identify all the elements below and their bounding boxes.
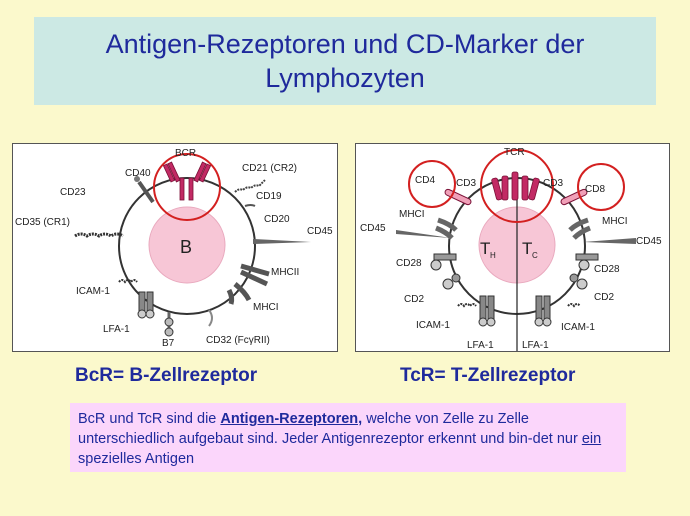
cd35-icon bbox=[74, 232, 124, 238]
b-cell-nucleus bbox=[148, 206, 226, 284]
cd28-left-icon bbox=[430, 253, 457, 271]
icam1-right-icon bbox=[567, 303, 581, 308]
cd2-left-icon bbox=[442, 273, 461, 290]
label-mhci: MHCI bbox=[253, 302, 279, 313]
label-cd45-left: CD45 bbox=[360, 223, 386, 234]
label-icam1: ICAM-1 bbox=[76, 286, 110, 297]
cd8-icon bbox=[560, 188, 588, 206]
b-cell-label: B bbox=[180, 237, 192, 257]
icam1-icon bbox=[118, 279, 138, 284]
title-line-2: Lymphozyten bbox=[265, 63, 425, 93]
label-cd28-left: CD28 bbox=[396, 258, 422, 269]
lfa1-icon bbox=[137, 291, 155, 319]
note-emphasis: Antigen-Rezeptoren, bbox=[220, 411, 363, 427]
note-underline: ein bbox=[581, 431, 602, 447]
mhcii-icon bbox=[239, 263, 270, 287]
cd28-right-icon bbox=[575, 253, 599, 271]
label-cd19: CD19 bbox=[256, 191, 282, 202]
mhci-icon bbox=[226, 282, 252, 305]
label-cd28-right: CD28 bbox=[594, 264, 620, 275]
tc-label: T bbox=[522, 239, 532, 258]
bcr-receptor-icon bbox=[162, 161, 212, 201]
label-mhci-right: MHCI bbox=[602, 216, 628, 227]
cd4-icon bbox=[444, 188, 472, 206]
label-tcr: TCR bbox=[504, 147, 525, 158]
label-mhci-left: MHCI bbox=[399, 209, 425, 220]
label-lfa1-right: LFA-1 bbox=[522, 340, 549, 351]
tcr-highlight-circle bbox=[480, 149, 554, 223]
label-icam1-right: ICAM-1 bbox=[561, 322, 595, 333]
cd45-icon bbox=[253, 239, 311, 244]
tc-label-sub: C bbox=[532, 251, 538, 260]
t-cell-diagram: T H T C bbox=[355, 143, 670, 352]
label-cd3-left: CD3 bbox=[456, 178, 476, 189]
label-cd40: CD40 bbox=[125, 168, 151, 179]
label-cd23: CD23 bbox=[60, 187, 86, 198]
label-cd35: CD35 (CR1) bbox=[15, 217, 70, 228]
label-cd3-right: CD3 bbox=[543, 178, 563, 189]
label-cd8: CD8 bbox=[585, 184, 605, 195]
mhci-left-icon bbox=[435, 217, 458, 240]
cd8-highlight-circle bbox=[577, 163, 625, 211]
lfa1-right-icon bbox=[534, 295, 552, 327]
th-label: T bbox=[480, 239, 490, 258]
cd19-icon bbox=[244, 204, 256, 207]
cd45-left-icon bbox=[396, 230, 451, 238]
label-mhcii: MHCII bbox=[271, 267, 299, 278]
lfa1-left-icon bbox=[478, 295, 496, 327]
icam1-left-icon bbox=[457, 303, 477, 308]
cd45-right-icon bbox=[583, 238, 636, 244]
bcr-highlight-circle bbox=[153, 153, 221, 221]
note-text-3: spezielles Antigen bbox=[78, 451, 195, 467]
label-cd2-left: CD2 bbox=[404, 294, 424, 305]
label-icam1-left: ICAM-1 bbox=[416, 320, 450, 331]
tcr-caption: TcR= T-Zellrezeptor bbox=[400, 365, 576, 386]
cd4-highlight-circle bbox=[408, 160, 456, 208]
label-cd4: CD4 bbox=[415, 175, 435, 186]
label-cd2-right: CD2 bbox=[594, 292, 614, 303]
note-text-2: welche von Zelle zu Zelle unterschiedlic… bbox=[78, 411, 582, 447]
label-cd45: CD45 bbox=[307, 226, 333, 237]
mhci-right-icon bbox=[568, 217, 591, 240]
tcr-receptor-icon bbox=[491, 171, 540, 201]
note-text-1: BcR und TcR sind die bbox=[78, 411, 221, 427]
title-box: Antigen-Rezeptoren und CD-Marker der Lym… bbox=[34, 17, 656, 105]
title-line-1: Antigen-Rezeptoren und CD-Marker der bbox=[105, 29, 585, 59]
b-cell-svg: B bbox=[15, 148, 333, 349]
label-b7: B7 bbox=[162, 338, 175, 349]
label-cd20: CD20 bbox=[264, 214, 290, 225]
t-cell-svg: T H T C bbox=[360, 147, 662, 351]
explanation-note: BcR und TcR sind die Antigen-Rezeptoren,… bbox=[70, 403, 626, 472]
bcr-caption: BcR= B-Zellrezeptor bbox=[75, 365, 258, 386]
label-lfa1: LFA-1 bbox=[103, 324, 130, 335]
label-bcr: BCR bbox=[175, 148, 196, 159]
b7-icon bbox=[164, 312, 174, 337]
cd21-icon bbox=[234, 179, 266, 193]
label-lfa1-left: LFA-1 bbox=[467, 340, 494, 351]
th-label-sub: H bbox=[490, 251, 496, 260]
label-cd45-right: CD45 bbox=[636, 236, 662, 247]
cd2-right-icon bbox=[569, 273, 588, 290]
cd32-icon bbox=[208, 309, 213, 327]
b-cell-diagram: B bbox=[12, 143, 338, 352]
label-cd32: CD32 (FcγRII) bbox=[206, 335, 270, 346]
cd40-icon bbox=[134, 176, 155, 204]
label-cd21: CD21 (CR2) bbox=[242, 163, 297, 174]
